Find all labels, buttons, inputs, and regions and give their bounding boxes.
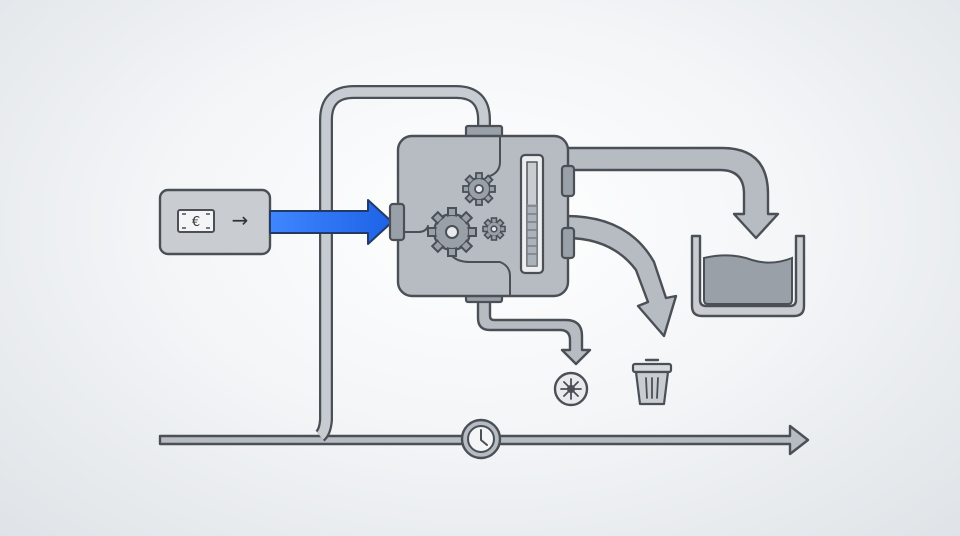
output-pipe-small: [464, 288, 592, 366]
level-gauge: [519, 153, 545, 275]
timeline: [158, 418, 810, 460]
currency-symbol: €: [192, 215, 200, 230]
machine-outlet-flange-top: [560, 164, 576, 198]
input-box: € →: [158, 188, 272, 256]
input-arrow-glyph: →: [232, 208, 249, 232]
feedback-pipe: [315, 85, 504, 442]
machine-inlet-flange: [388, 202, 406, 242]
gear-icon: [482, 217, 506, 241]
storage-container: [690, 234, 806, 318]
processing-machine: [388, 134, 576, 298]
output-pipe-main: [564, 146, 780, 240]
banknote-icon: €: [177, 209, 215, 233]
machine-outlet-flange-bottom: [560, 226, 576, 260]
money-flow-arrow: [269, 199, 393, 245]
output-pipe-waste: [564, 214, 678, 338]
clock-icon: [460, 418, 502, 460]
gear-icon: [427, 207, 477, 257]
trash-icon: [631, 358, 673, 406]
gear-icon: [462, 172, 496, 206]
sun-icon: [553, 371, 589, 407]
